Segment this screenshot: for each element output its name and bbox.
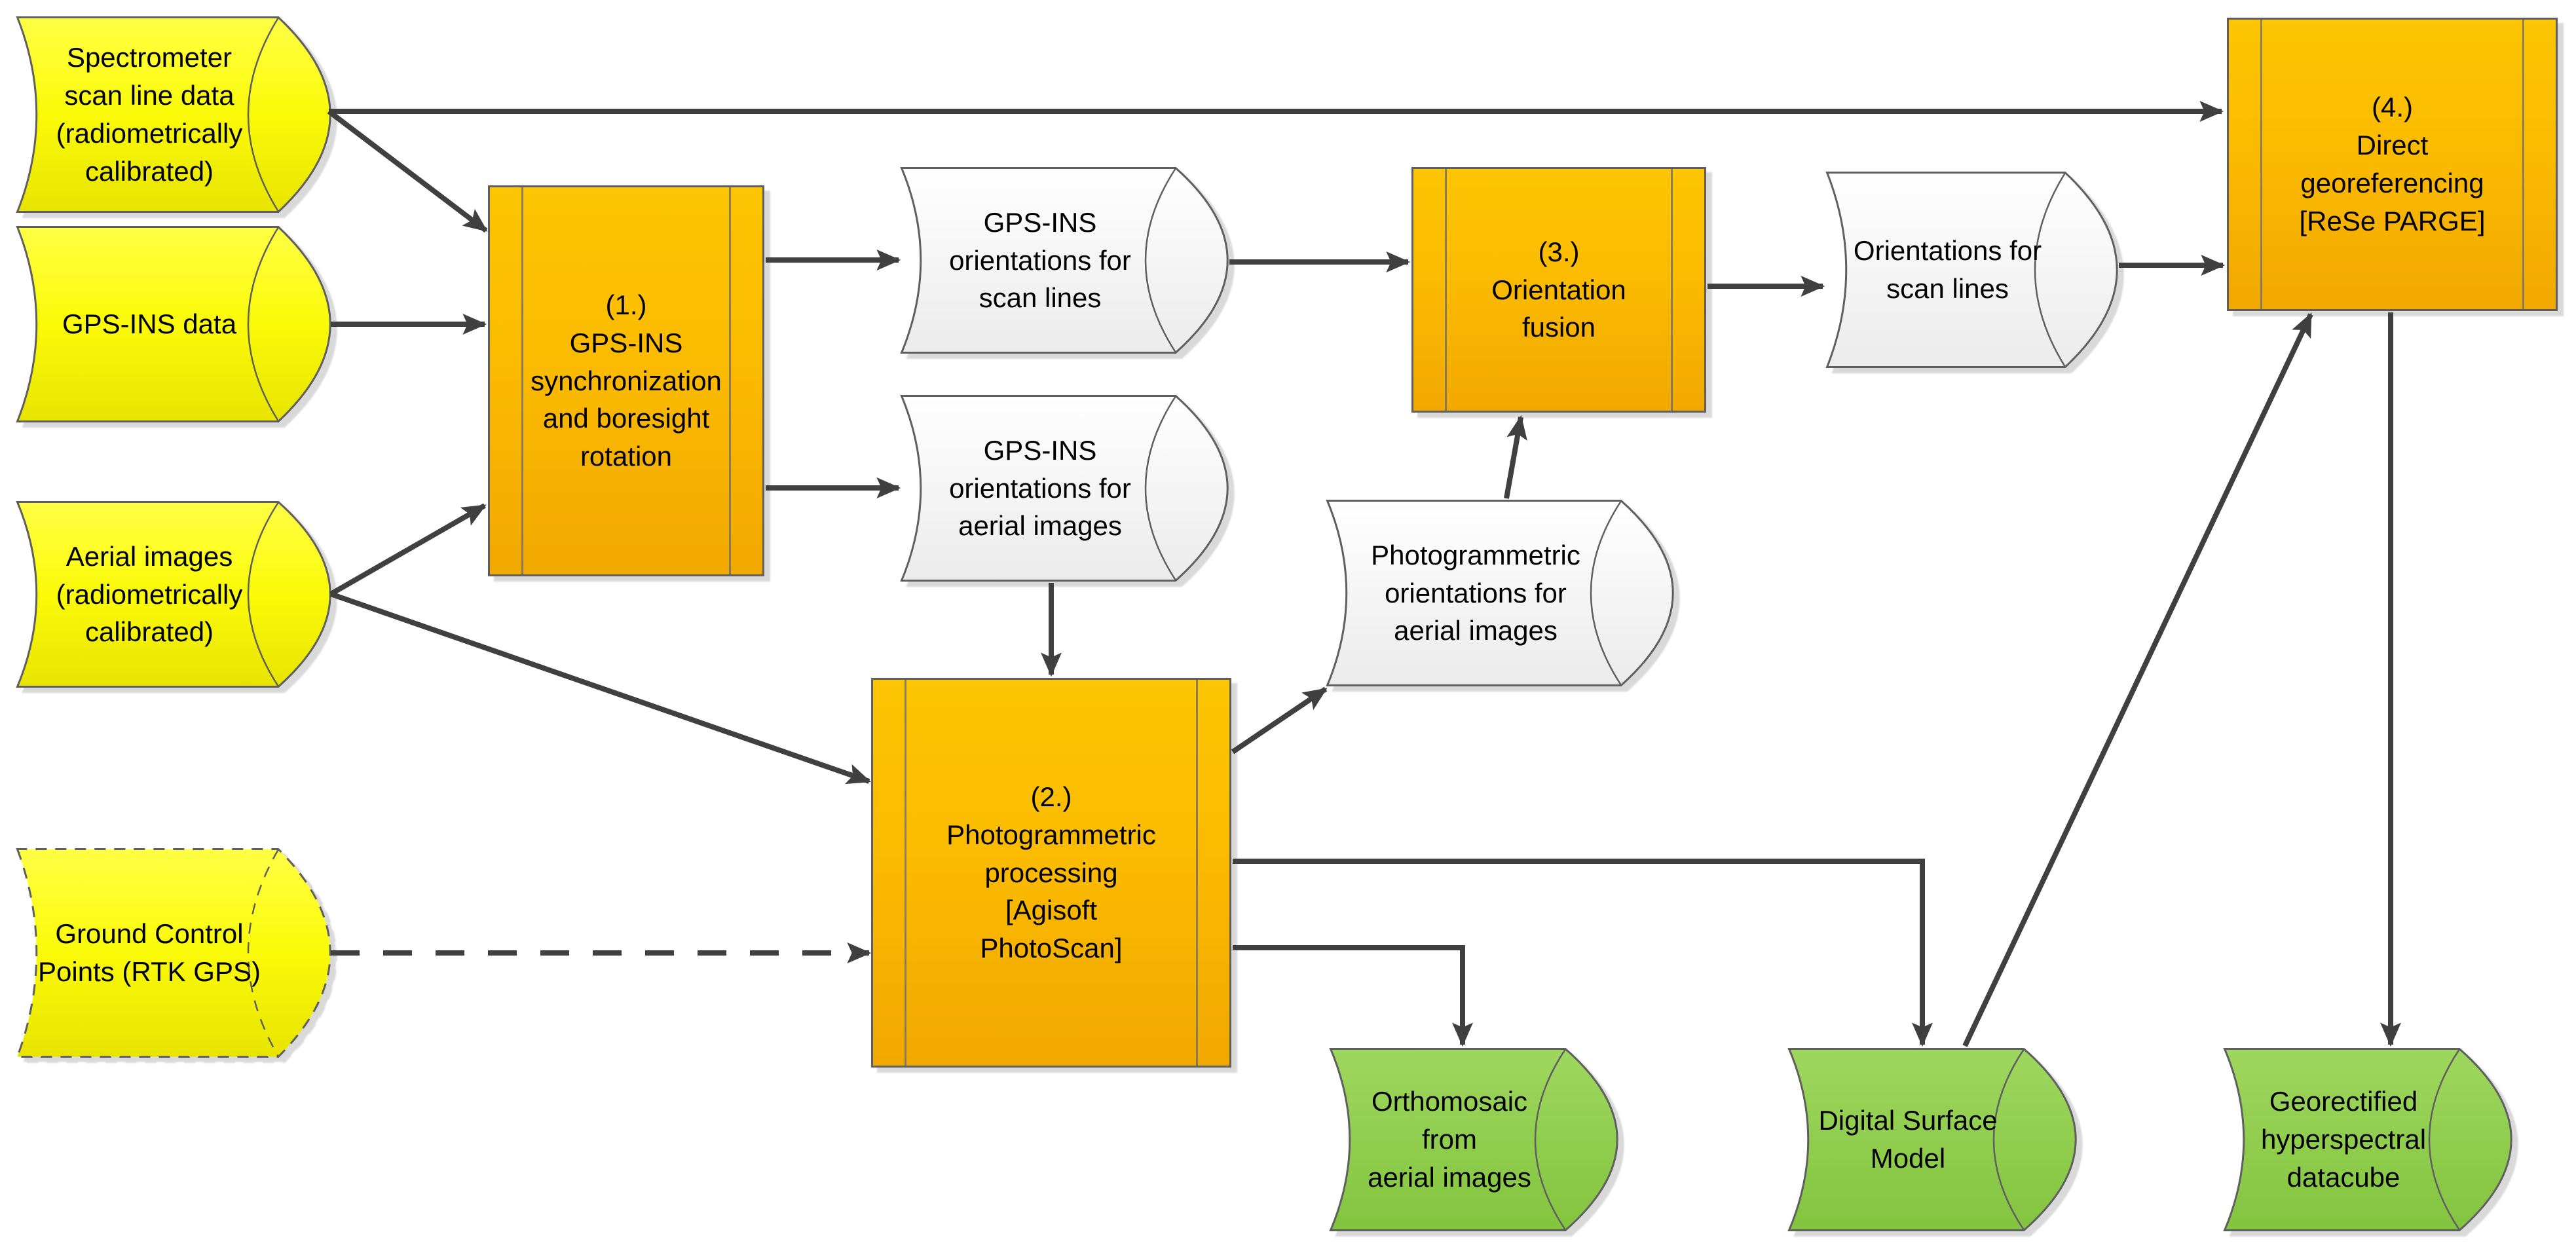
cylinder-shape xyxy=(2223,1048,2512,1231)
cylinder-shape xyxy=(16,848,331,1058)
node-aerial-images: Aerial images (radiometrically calibrate… xyxy=(16,501,331,688)
node-gps-ins-synchronization: (1.) GPS-INS synchronization and boresig… xyxy=(488,185,764,576)
edge-digital-surface-model-to-direct-georeferencing xyxy=(1962,312,2313,1047)
node-ground-control-points: Ground Control Points (RTK GPS) xyxy=(16,848,331,1058)
cylinder-shape xyxy=(16,501,331,688)
node-label: GPS-INS orientations for scan lines xyxy=(949,206,1131,314)
node-label: Aerial images (radiometrically calibrate… xyxy=(56,540,243,648)
node-label: GPS-INS orientations for aerial images xyxy=(949,434,1131,542)
node-gps-ins-data: GPS-INS data xyxy=(16,226,331,422)
edge-photogrammetric-processing-to-orthomosaic xyxy=(1233,945,1473,1047)
node-direct-georeferencing: (4.) Direct georeferencing [ReSe PARGE] xyxy=(2227,18,2558,311)
node-label: Digital Surface Model xyxy=(1818,1105,1998,1174)
node-digital-surface-model: Digital Surface Model xyxy=(1787,1048,2077,1231)
cylinder-shape xyxy=(1787,1048,2077,1231)
node-label: Orientations for scan lines xyxy=(1853,235,2042,304)
cylinder-shape xyxy=(900,167,1229,354)
node-label: (2.) Photogrammetric processing [Agisoft… xyxy=(946,781,1156,964)
cylinder-shape xyxy=(16,226,331,422)
node-gps-ins-orientations-aerial-images: GPS-INS orientations for aerial images xyxy=(900,395,1229,582)
edge-photogrammetric-orientations-to-orientation-fusion xyxy=(1504,415,1527,499)
node-label: (1.) GPS-INS synchronization and boresig… xyxy=(531,289,722,472)
edge-aerial-images-to-photogrammetric-processing xyxy=(329,591,872,785)
node-photogrammetric-processing: (2.) Photogrammetric processing [Agisoft… xyxy=(871,678,1231,1068)
cylinder-shape xyxy=(16,16,331,213)
node-label: Spectrometer scan line data (radiometric… xyxy=(56,42,243,187)
edge-photogrammetric-processing-to-digital-surface-model xyxy=(1233,859,1933,1047)
node-label: Orthomosaic from aerial images xyxy=(1368,1086,1531,1193)
cylinder-shape xyxy=(900,395,1229,582)
cylinder-shape xyxy=(1326,500,1674,686)
edge-aerial-images-to-gps-ins-synchronization xyxy=(329,503,487,597)
node-gps-ins-orientations-scan-lines: GPS-INS orientations for scan lines xyxy=(900,167,1229,354)
node-label: Ground Control Points (RTK GPS) xyxy=(38,918,261,987)
node-label: (3.) Orientation fusion xyxy=(1491,236,1626,343)
node-label: GPS-INS data xyxy=(62,308,237,340)
node-photogrammetric-orientations: Photogrammetric orientations for aerial … xyxy=(1326,500,1674,686)
node-orthomosaic: Orthomosaic from aerial images xyxy=(1329,1048,1618,1231)
node-orientation-fusion: (3.) Orientation fusion xyxy=(1411,167,1706,413)
node-label: Photogrammetric orientations for aerial … xyxy=(1371,539,1580,646)
node-orientations-for-scan-lines: Orientations for scan lines xyxy=(1825,172,2118,368)
edge-photogrammetric-processing-to-photogrammetric-orientations xyxy=(1231,686,1328,754)
node-spectrometer-scan-line-data: Spectrometer scan line data (radiometric… xyxy=(16,16,331,213)
node-label: Georectified hyperspectral datacube xyxy=(2260,1086,2427,1193)
node-label: (4.) Direct georeferencing [ReSe PARGE] xyxy=(2299,92,2486,236)
node-georectified-datacube: Georectified hyperspectral datacube xyxy=(2223,1048,2512,1231)
cylinder-shape xyxy=(1329,1048,1618,1231)
edge-spectrometer-scan-line-data-to-gps-ins-synchronization xyxy=(327,109,488,233)
